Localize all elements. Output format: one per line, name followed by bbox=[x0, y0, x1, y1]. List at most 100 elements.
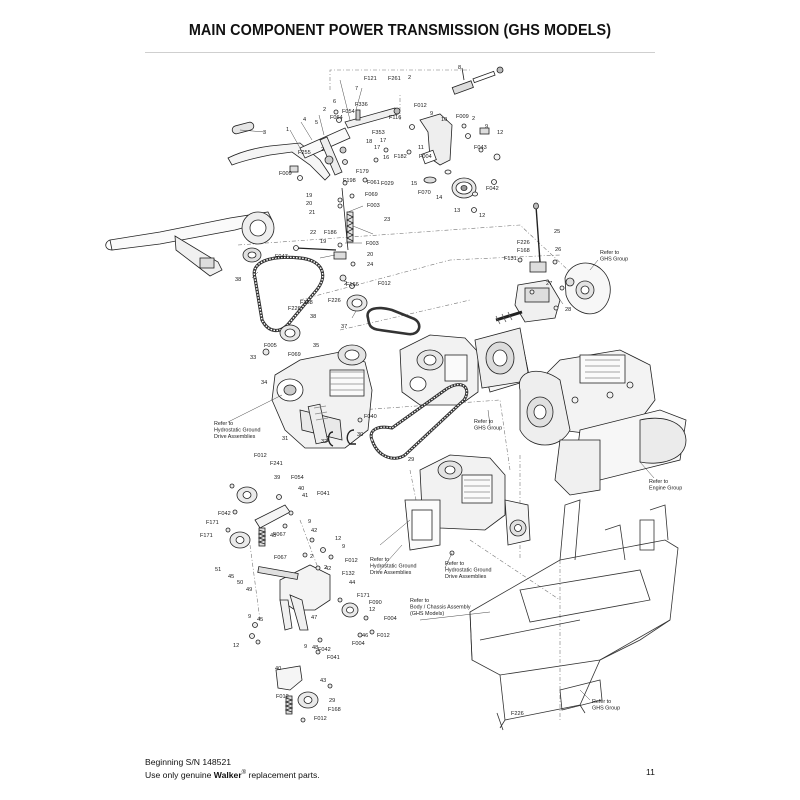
note-line: Body / Chassis Assembly bbox=[410, 605, 471, 611]
callout-label: F042 bbox=[318, 647, 331, 653]
callout-label: F070 bbox=[418, 190, 431, 196]
page-number: 11 bbox=[646, 767, 655, 777]
note-line: GHS Group bbox=[474, 426, 502, 432]
callout-label: 14 bbox=[436, 195, 442, 201]
callout-label: 37 bbox=[341, 324, 347, 330]
callout-label: 20 bbox=[306, 201, 312, 207]
callout-label: F171 bbox=[357, 593, 370, 599]
callout-label: F012 bbox=[414, 103, 427, 109]
callout-label: F131 bbox=[504, 256, 517, 262]
ghs-belt-guard bbox=[564, 262, 611, 315]
callout-label: F168 bbox=[300, 300, 313, 306]
note-line: Refer to bbox=[370, 557, 389, 563]
note-line: Refer to bbox=[445, 561, 464, 567]
callout-label: 33 bbox=[250, 355, 256, 361]
callout-label: 29 bbox=[329, 698, 335, 704]
steering-arm-assembly bbox=[105, 211, 275, 277]
callout-label: F012 bbox=[254, 453, 267, 459]
callout-label: F186 bbox=[324, 230, 337, 236]
note-line: GHS Group bbox=[600, 257, 628, 263]
callout-label: F040 bbox=[364, 414, 377, 420]
lower-idler-assembly bbox=[225, 483, 375, 723]
note-line: Refer to bbox=[474, 419, 493, 425]
callout-label: 12 bbox=[233, 643, 239, 649]
callout-label: F168 bbox=[517, 248, 530, 254]
callout-label: 7 bbox=[355, 86, 358, 92]
callout-label: F012 bbox=[276, 694, 289, 700]
callout-label: F226 bbox=[288, 306, 301, 312]
callout-label: 41 bbox=[302, 493, 308, 499]
callout-label: F116 bbox=[389, 115, 401, 121]
callout-label: 2 bbox=[408, 75, 411, 81]
callout-label: F132 bbox=[342, 571, 355, 577]
callout-label: F012 bbox=[377, 633, 390, 639]
drive-shaft-31 bbox=[307, 403, 363, 447]
note-line: Hydrostatic Ground bbox=[370, 564, 416, 570]
callout-label: 27 bbox=[546, 281, 552, 287]
callout-label: F003 bbox=[366, 241, 379, 247]
note-line: Engine Group bbox=[649, 486, 682, 492]
callout-label: 5 bbox=[315, 120, 318, 126]
footer-text: Beginning S/N 148521 Use only genuine Wa… bbox=[145, 757, 320, 780]
callout-label: F042 bbox=[218, 511, 231, 517]
svg-text:Refer to Body / Chassis: Refer to Body / Chassis Assembly (GHS Mo… bbox=[410, 598, 472, 617]
callout-label: 28 bbox=[565, 307, 571, 313]
callout-label: F067 bbox=[274, 555, 287, 561]
chassis-frame bbox=[469, 499, 679, 731]
pto-belt bbox=[366, 306, 421, 336]
leader-lines bbox=[227, 79, 655, 701]
callout-label: 20 bbox=[367, 252, 373, 258]
callout-label: F182 bbox=[394, 154, 407, 160]
callout-label: F166 bbox=[346, 282, 359, 288]
callout-label: 43 bbox=[270, 533, 276, 539]
callout-label: F171 bbox=[200, 533, 213, 539]
callout-label: 2 bbox=[323, 107, 326, 113]
callout-label: F012 bbox=[345, 558, 358, 564]
callout-label: F179 bbox=[356, 169, 369, 175]
callout-label: 45 bbox=[257, 617, 263, 623]
callout-label: F064 bbox=[330, 115, 343, 121]
registered-mark: ® bbox=[241, 769, 247, 776]
callout-label: F171 bbox=[206, 520, 219, 526]
callout-label: 42 bbox=[325, 566, 331, 572]
callout-label: F241 bbox=[270, 461, 283, 467]
callout-label: 17 bbox=[374, 145, 380, 151]
callout-label: 2 bbox=[344, 281, 347, 287]
idler-pulleys bbox=[262, 274, 368, 356]
callout-label: F067 bbox=[273, 532, 286, 538]
callout-label: F061 bbox=[367, 180, 380, 186]
reference-notes: Refer to GHS Group Refer to Hydrostatic … bbox=[214, 250, 682, 712]
callout-label: F069 bbox=[288, 352, 301, 358]
engine bbox=[518, 349, 687, 496]
control-lever-assembly bbox=[227, 107, 401, 186]
callout-label: F009 bbox=[456, 114, 469, 120]
callout-label: 13 bbox=[454, 208, 460, 214]
callout-label: 10 bbox=[441, 117, 447, 123]
note-line: Hydrostatic Ground bbox=[214, 428, 260, 434]
note-line: Refer to bbox=[410, 598, 429, 604]
callout-label: F009 bbox=[279, 171, 292, 177]
callout-label: F012 bbox=[378, 281, 391, 287]
callout-label: F041 bbox=[327, 655, 340, 661]
callout-label: 12 bbox=[497, 130, 503, 136]
callout-label: 31 bbox=[282, 436, 288, 442]
note-line: GHS Group bbox=[592, 706, 620, 712]
callout-label: F054 bbox=[291, 475, 304, 481]
callout-label: 30 bbox=[357, 432, 363, 438]
callout-label: 11 bbox=[418, 145, 424, 151]
callout-label: F336 bbox=[355, 102, 368, 108]
callout-label: 29 bbox=[408, 457, 414, 463]
callout-label: F003 bbox=[367, 203, 380, 209]
callout-label: 1 bbox=[286, 127, 289, 133]
callout-label: 25 bbox=[554, 229, 560, 235]
svg-text:Refer to Hydrostatic Gro: Refer to Hydrostatic Ground Drive Assemb… bbox=[445, 561, 493, 580]
callout-label: 12 bbox=[479, 213, 485, 219]
callout-label: 47 bbox=[311, 615, 317, 621]
note-line: Refer to bbox=[649, 479, 668, 485]
callout-label: 43 bbox=[320, 678, 326, 684]
brand-name: Walker bbox=[213, 769, 242, 780]
callout-label: F261 bbox=[388, 76, 401, 82]
callout-label: F029 bbox=[381, 181, 394, 187]
callout-label: F012 bbox=[314, 716, 327, 722]
